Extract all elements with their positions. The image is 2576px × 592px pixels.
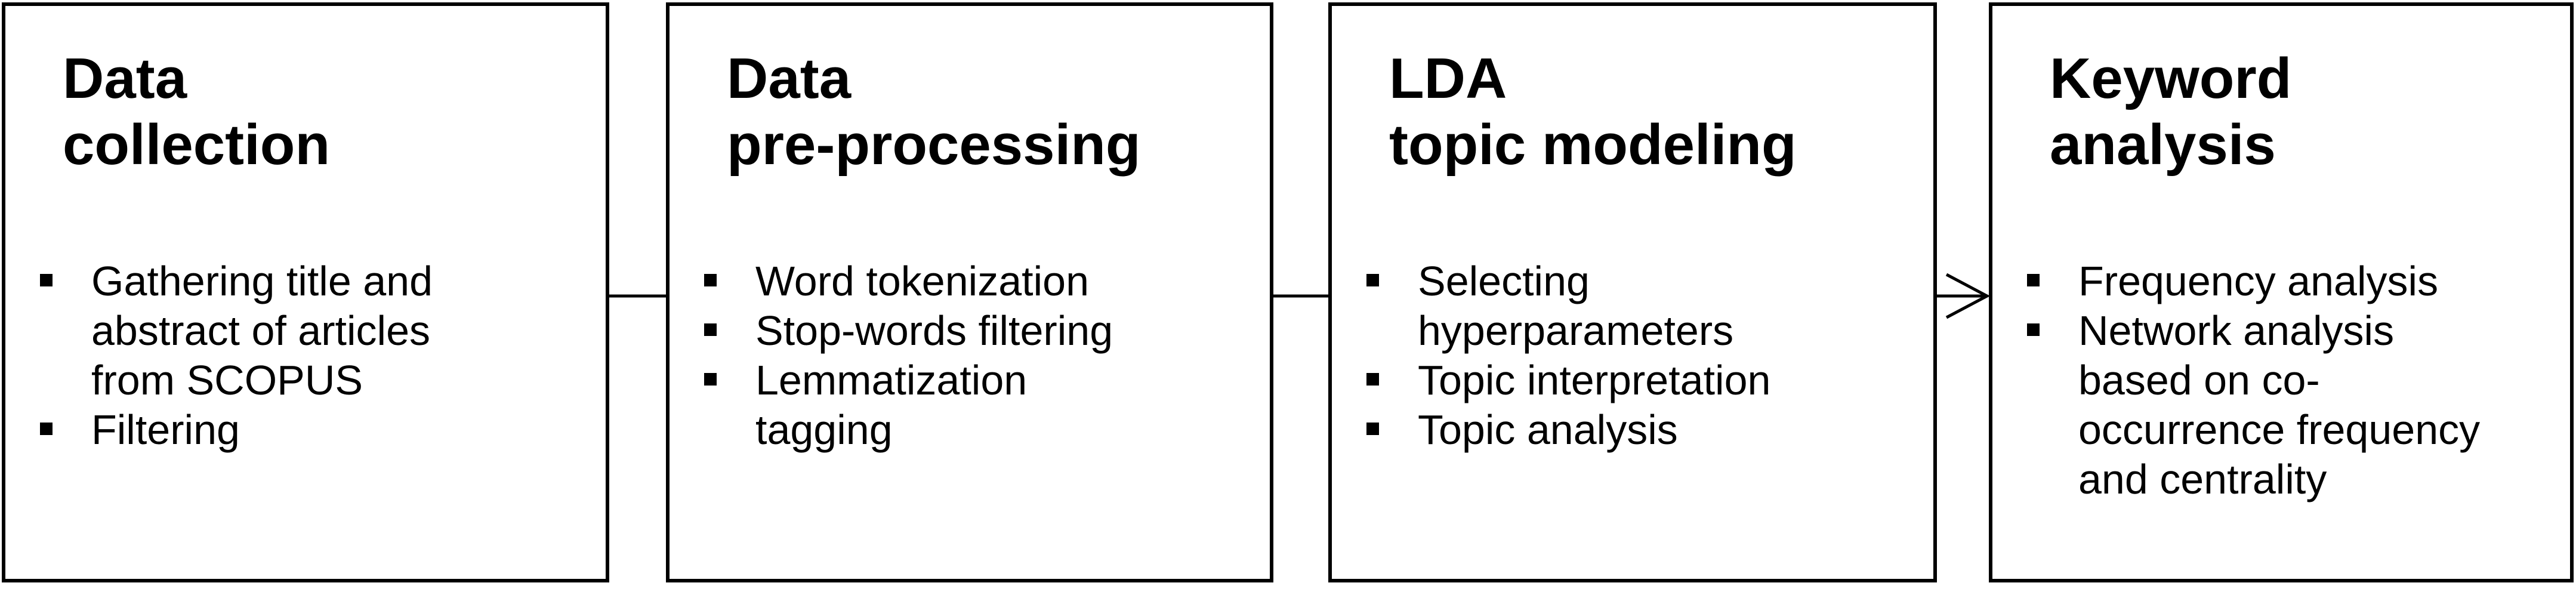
list-item-line: occurrence frequency: [2078, 406, 2481, 453]
step-bullet-list: Frequency analysis Network analysis base…: [2022, 257, 2480, 504]
step-title: Data collection: [63, 45, 330, 178]
list-item: Selecting hyperparameters: [1362, 257, 1770, 356]
arrowhead-icon: [1945, 273, 1991, 319]
square-bullet-icon: [1366, 423, 1379, 435]
list-item-line: hyperparameters: [1418, 307, 1734, 354]
list-item-line: Word tokenization: [755, 258, 1090, 304]
step-bullet-list: Gathering title and abstract of articles…: [35, 257, 433, 455]
step-bullet-list: Selecting hyperparameters Topic interpre…: [1362, 257, 1770, 455]
step-title-line: Data: [63, 47, 187, 110]
list-item-line: Network analysis: [2078, 307, 2395, 354]
list-item-line: Selecting: [1418, 258, 1590, 304]
step-title-line: analysis: [2050, 113, 2276, 177]
list-item: Frequency analysis: [2022, 257, 2480, 306]
square-bullet-icon: [40, 274, 53, 286]
list-item-line: abstract of articles: [91, 307, 430, 354]
list-item-line: Gathering title and: [91, 258, 433, 304]
step-box-data-collection: Data collection Gathering title and abst…: [2, 2, 609, 582]
list-item-line: Topic interpretation: [1418, 357, 1771, 403]
list-item-line: Filtering: [91, 406, 240, 453]
list-item: Topic analysis: [1362, 405, 1770, 455]
list-item-line: Topic analysis: [1418, 406, 1678, 453]
list-item: Stop-words filtering: [699, 306, 1113, 356]
list-item-line: Frequency analysis: [2078, 258, 2439, 304]
square-bullet-icon: [704, 373, 717, 386]
list-item-line: and centrality: [2078, 456, 2327, 502]
step-title: Data pre-processing: [727, 45, 1141, 178]
square-bullet-icon: [1366, 373, 1379, 386]
step-title-line: topic modeling: [1389, 113, 1797, 177]
list-item: Filtering: [35, 405, 433, 455]
list-item: Gathering title and abstract of articles…: [35, 257, 433, 405]
list-item: Topic interpretation: [1362, 356, 1770, 405]
list-item: Network analysis based on co- occurrence…: [2022, 306, 2480, 504]
square-bullet-icon: [2027, 323, 2040, 336]
step-title-line: LDA: [1389, 47, 1507, 110]
square-bullet-icon: [40, 423, 53, 435]
square-bullet-icon: [2027, 274, 2040, 286]
list-item: Lemmatization tagging: [699, 356, 1113, 455]
list-item-line: from SCOPUS: [91, 357, 363, 403]
step-box-data-preprocessing: Data pre-processing Word tokenization St…: [666, 2, 1273, 582]
step-title-line: Keyword: [2050, 47, 2292, 110]
list-item-line: tagging: [755, 406, 893, 453]
step-title: LDA topic modeling: [1389, 45, 1797, 178]
step-title-line: collection: [63, 113, 331, 177]
list-item: Word tokenization: [699, 257, 1113, 306]
step-title-line: pre-processing: [727, 113, 1141, 177]
step-box-keyword-analysis: Keyword analysis Frequency analysis Netw…: [1989, 2, 2574, 582]
list-item-line: Lemmatization: [755, 357, 1028, 403]
list-item-line: based on co-: [2078, 357, 2320, 403]
list-item-line: Stop-words filtering: [755, 307, 1113, 354]
square-bullet-icon: [1366, 274, 1379, 286]
step-title: Keyword analysis: [2050, 45, 2291, 178]
step-box-lda-topic-modeling: LDA topic modeling Selecting hyperparame…: [1328, 2, 1937, 582]
square-bullet-icon: [704, 323, 717, 336]
step-bullet-list: Word tokenization Stop-words filtering L…: [699, 257, 1113, 455]
step-title-line: Data: [727, 47, 852, 110]
square-bullet-icon: [704, 274, 717, 286]
